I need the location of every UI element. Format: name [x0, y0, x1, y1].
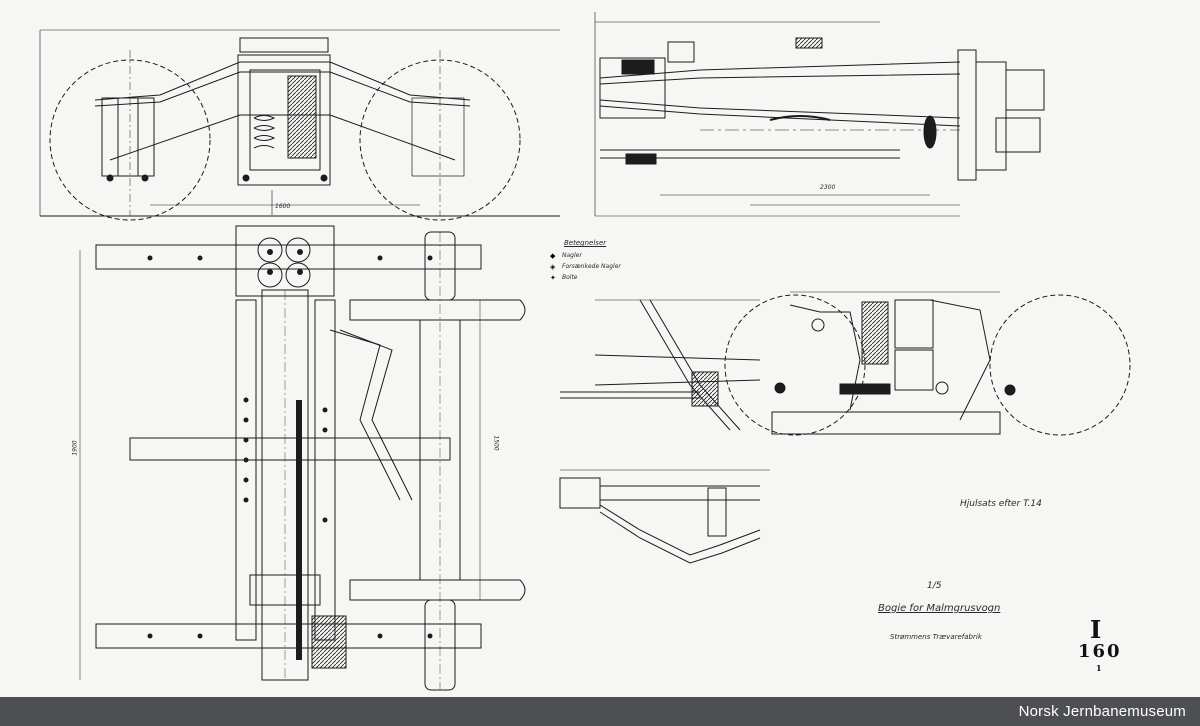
footer-bar: Norsk Jernbanemuseum	[0, 697, 1200, 726]
dim-wheel-base: 1600	[275, 203, 291, 210]
legend-title: Betegnelser	[564, 239, 607, 247]
legend-item: ◈ Forsænkede Nagler	[550, 263, 621, 271]
sheet-subnumber: 1	[1096, 663, 1102, 673]
museum-credit: Norsk Jernbanemuseum	[1018, 703, 1186, 720]
countersunk-rivet-icon: ◈	[550, 263, 556, 271]
sheet-letter: I	[1090, 615, 1102, 644]
technical-drawing: Bogie for Malmgrusvogn 1/5 Strømmens Træ…	[39, 12, 1131, 691]
legend-item: ◆ Nagler	[550, 252, 582, 260]
wheelset-note: Hjulsats efter T.14	[960, 499, 1042, 509]
blueprint-linework	[39, 12, 1131, 691]
rivet-icon: ◆	[550, 252, 556, 260]
half-section-view	[594, 12, 1045, 217]
bolt-icon: ✦	[550, 274, 556, 282]
plan-view	[79, 225, 482, 681]
end-elevation-view	[560, 291, 1131, 436]
dim-axle-length: 1500	[492, 435, 500, 451]
dim-frame-span: 1900	[71, 440, 79, 456]
symbol-legend: Betegnelser ◆ Nagler ◈ Forsænkede Nagler…	[550, 240, 621, 284]
side-elevation-view	[39, 29, 560, 221]
sheet-number: 160	[1078, 641, 1122, 662]
drawing-title: Bogie for Malmgrusvogn	[878, 603, 1001, 614]
drawing-maker: Strømmens Trævarefabrik	[890, 633, 982, 641]
dim-bolster-length: 2300	[820, 184, 836, 191]
wheelset-view	[349, 231, 526, 691]
brake-detail-view	[559, 469, 770, 564]
legend-item: ✦ Bolte	[550, 274, 578, 282]
drawing-scale: 1/5	[927, 581, 942, 591]
